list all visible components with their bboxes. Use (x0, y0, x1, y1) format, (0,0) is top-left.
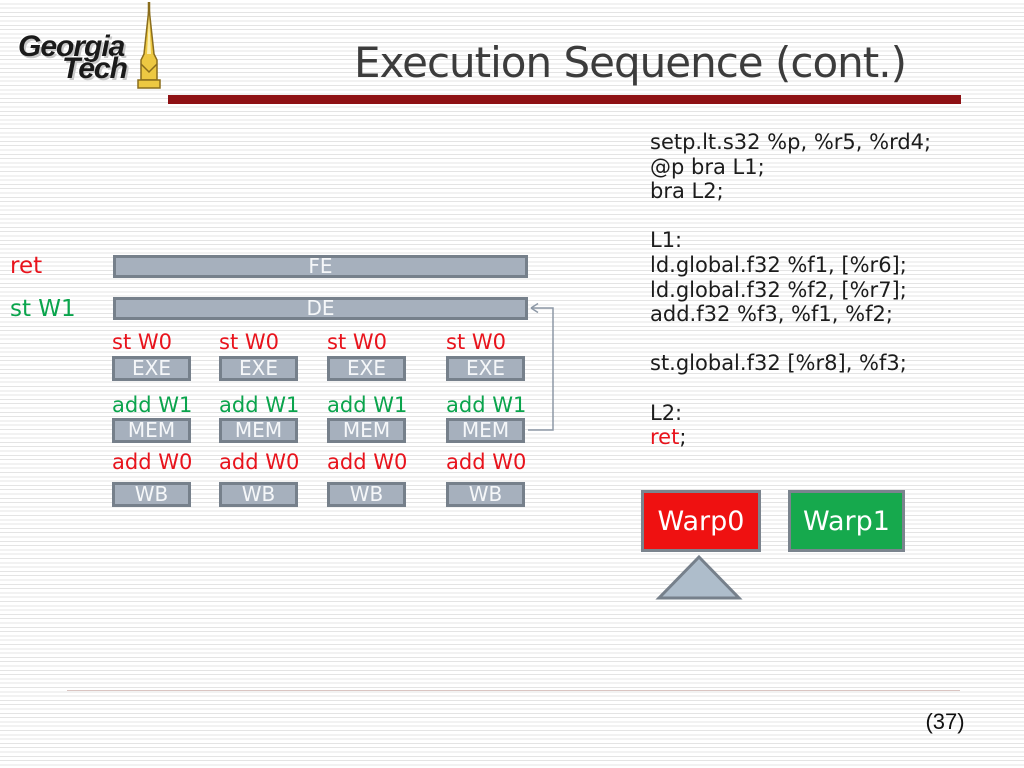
wb-stage-box: WB (327, 482, 406, 507)
mem-instr-label: add W1 (446, 393, 527, 417)
code-line: st.global.f32 [%r8], %f3; (650, 351, 907, 376)
exe-stage-box: EXE (219, 356, 298, 381)
page-number: (37) (925, 709, 965, 734)
wb-stage-box: WB (219, 482, 298, 507)
title-underline-rule (168, 95, 961, 104)
ptx-code-listing: setp.lt.s32 %p, %r5, %rd4; @p bra L1; br… (650, 130, 931, 450)
exe-stage-box: EXE (112, 356, 191, 381)
code-line: ret; (650, 425, 687, 450)
mem-instr-label: add W1 (327, 393, 408, 417)
mem-stage-box: MEM (112, 418, 191, 443)
warp0-box: Warp0 (641, 490, 761, 552)
warp1-box: Warp1 (788, 490, 905, 552)
mem-instr-label: add W1 (219, 393, 300, 417)
code-line: ld.global.f32 %f1, [%r6]; (650, 252, 907, 277)
code-line: bra L2; (650, 179, 724, 204)
exe-instr-label: st W0 (112, 330, 172, 354)
code-line: ld.global.f32 %f2, [%r7]; (650, 277, 907, 302)
pipeline-column-2: st W0 EXE add W1 MEM add W0 WB (219, 331, 311, 507)
code-line: add.f32 %f3, %f1, %f2; (650, 302, 893, 327)
fe-stage-box: FE (113, 255, 528, 278)
tech-tower-icon (137, 2, 161, 89)
mem-stage-box: MEM (219, 418, 298, 443)
exe-instr-label: st W0 (219, 330, 279, 354)
footer-divider-rule (67, 690, 960, 691)
wb-instr-label: add W0 (327, 450, 408, 474)
pipeline-column-3: st W0 EXE add W1 MEM add W0 WB (327, 331, 419, 507)
fe-row-label: ret (10, 253, 43, 279)
exe-instr-label: st W0 (446, 330, 506, 354)
logo-text-georgia: Georgia (18, 30, 125, 63)
wb-stage-box: WB (446, 482, 525, 507)
code-line: @p bra L1; (650, 154, 765, 179)
wb-instr-label: add W0 (112, 450, 193, 474)
exe-stage-box: EXE (327, 356, 406, 381)
code-line: setp.lt.s32 %p, %r5, %rd4; (650, 130, 932, 154)
georgia-tech-logo: Georgia Tech (10, 2, 170, 96)
exe-instr-label: st W0 (327, 330, 387, 354)
current-warp-pointer-icon (655, 554, 743, 600)
mem-stage-box: MEM (327, 418, 406, 443)
code-line (650, 376, 931, 401)
mem-to-de-arrow (528, 302, 554, 431)
de-row-label: st W1 (10, 296, 76, 322)
logo-text-tech: Tech (62, 52, 128, 85)
pipeline-column-1: st W0 EXE add W1 MEM add W0 WB (112, 331, 204, 507)
wb-instr-label: add W0 (219, 450, 300, 474)
de-stage-box: DE (113, 297, 528, 320)
page-title: Execution Sequence (cont.) (354, 38, 907, 87)
code-line: L2: (650, 400, 683, 425)
pipeline-column-4: st W0 EXE add W1 MEM add W0 WB (446, 331, 538, 507)
wb-instr-label: add W0 (446, 450, 527, 474)
code-line (650, 327, 931, 352)
wb-stage-box: WB (112, 482, 191, 507)
exe-stage-box: EXE (446, 356, 525, 381)
code-line (650, 204, 931, 229)
code-line: L1: (650, 228, 683, 253)
mem-stage-box: MEM (446, 418, 525, 443)
mem-instr-label: add W1 (112, 393, 193, 417)
